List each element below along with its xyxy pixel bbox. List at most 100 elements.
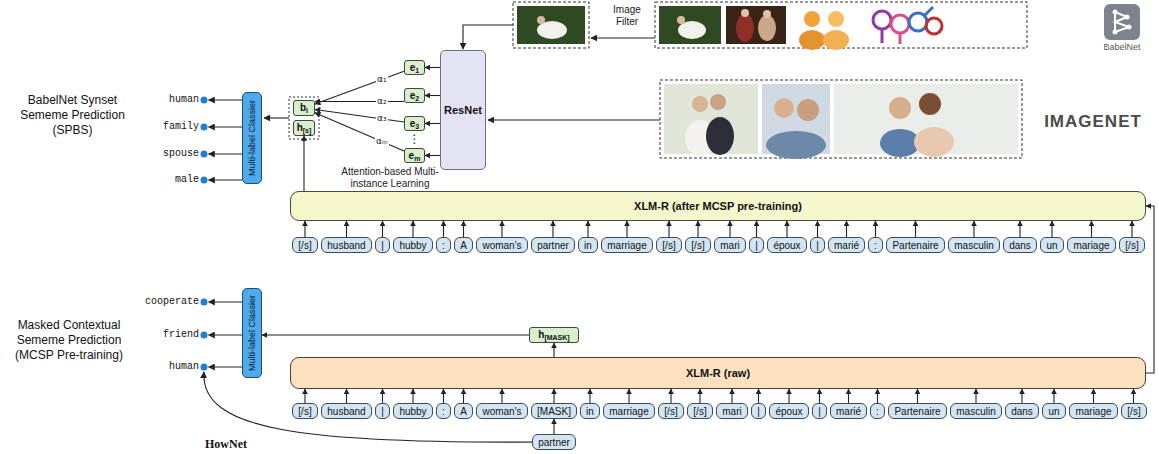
- connector: [425, 123, 440, 124]
- output-label: spouse: [139, 147, 199, 161]
- subscript-text: 2: [415, 95, 419, 102]
- logo-mark: [1125, 15, 1130, 20]
- token-box: mariage: [1069, 403, 1118, 419]
- output-label: human: [139, 93, 199, 107]
- connector: [788, 389, 789, 403]
- node-text: un: [1046, 240, 1057, 251]
- gender-symbol: [899, 33, 902, 44]
- token-box: [/s]: [1121, 403, 1147, 419]
- connector: [786, 221, 787, 237]
- output-arrow: [209, 100, 243, 101]
- node-text: marié: [836, 406, 861, 417]
- photo-detail: [919, 93, 941, 115]
- person-icon: [804, 11, 820, 27]
- output-dot: [201, 364, 208, 371]
- node-text: [/s]: [691, 240, 704, 251]
- photo-detail: [710, 94, 726, 110]
- node-text: [/s]: [298, 406, 311, 417]
- connector: [697, 221, 698, 237]
- node-text: |: [381, 240, 384, 251]
- connector: [382, 389, 383, 403]
- logo-mark: [1115, 12, 1129, 32]
- token-box: woman's: [476, 403, 528, 419]
- logo-mark: [1113, 30, 1118, 35]
- connector: [501, 221, 502, 237]
- token-box: Partenaire: [886, 237, 945, 253]
- node-text: Partenaire: [894, 406, 940, 417]
- node-text: hubby: [399, 240, 426, 251]
- node-text: in: [584, 240, 592, 251]
- node-text: Multi-label Classier: [247, 100, 257, 176]
- photo: [664, 84, 758, 154]
- connector: [1019, 221, 1020, 237]
- node-text: in: [586, 406, 594, 417]
- subscript-text: i: [306, 107, 308, 114]
- token-box: mari: [716, 403, 748, 419]
- connector: [589, 389, 590, 403]
- connector: [553, 343, 554, 357]
- connector: [1021, 389, 1022, 403]
- vector-box: h[MASK]: [529, 327, 579, 343]
- connector: [553, 389, 554, 403]
- output-arrow: [209, 367, 243, 368]
- connector: [587, 221, 588, 237]
- painting: [726, 6, 786, 44]
- token-box: [/s]: [687, 403, 713, 419]
- connector: [975, 389, 976, 403]
- token-box: |: [375, 403, 390, 419]
- photo: [517, 6, 585, 44]
- person-icon: [823, 30, 849, 50]
- painting-detail: [763, 10, 771, 18]
- filter-arrow: [591, 37, 655, 38]
- node-text: e: [410, 118, 416, 129]
- token-box: :: [868, 237, 883, 253]
- feed-arrow: [488, 119, 660, 120]
- connector: [973, 221, 974, 237]
- connector: [463, 389, 464, 403]
- connector: [817, 221, 818, 237]
- node-text: mari: [720, 240, 739, 251]
- photo-detail: [914, 127, 954, 157]
- token-box: :: [870, 403, 885, 419]
- subscript-text: [MASK]: [544, 334, 569, 341]
- token-box: [MASK]: [531, 403, 577, 419]
- node-text: mari: [722, 406, 741, 417]
- token-box: woman's: [476, 237, 528, 253]
- logo-mark: [1104, 4, 1140, 40]
- logo-text: IMAGENET: [1034, 112, 1152, 132]
- model-band: XLM-R (raw): [290, 357, 1146, 389]
- connector: [262, 334, 529, 335]
- node-text: XLM-R (after MCSP pre-training): [634, 200, 802, 212]
- connector: [1146, 206, 1154, 373]
- node-text: marriage: [607, 240, 646, 251]
- annotation: Attention-based Multi-instance Learning: [330, 166, 450, 189]
- gender-symbol: [891, 15, 909, 33]
- output-arrow: [209, 180, 243, 181]
- token-box: un: [1040, 237, 1064, 253]
- node-text: [MASK]: [537, 406, 571, 417]
- node-text: h: [538, 329, 544, 340]
- token-box: :: [436, 403, 451, 419]
- token-box: mariage: [1067, 237, 1116, 253]
- node-text: husband: [327, 240, 365, 251]
- node-text: partner: [538, 437, 570, 448]
- model-band: XLM-R (after MCSP pre-training): [290, 191, 1146, 221]
- connector: [758, 389, 759, 403]
- node-text: woman's: [482, 240, 521, 251]
- output-dot: [201, 151, 208, 158]
- connector: [346, 221, 347, 237]
- node-text: mariage: [1073, 240, 1109, 251]
- connector: [553, 419, 554, 434]
- node-text: :: [876, 406, 879, 417]
- token-box: [/s]: [685, 237, 711, 253]
- node-text: woman's: [482, 406, 521, 417]
- node-text: époux: [775, 406, 802, 417]
- token-box: A: [454, 237, 473, 253]
- token-box: masculin: [948, 237, 1000, 253]
- node-text: [/s]: [1125, 240, 1138, 251]
- output-label: cooperate: [139, 295, 199, 309]
- subscript-text: [s]: [303, 127, 312, 134]
- photo-detail: [889, 97, 911, 119]
- encoder-box: ResNet: [440, 50, 486, 170]
- gender-symbol: [881, 29, 884, 43]
